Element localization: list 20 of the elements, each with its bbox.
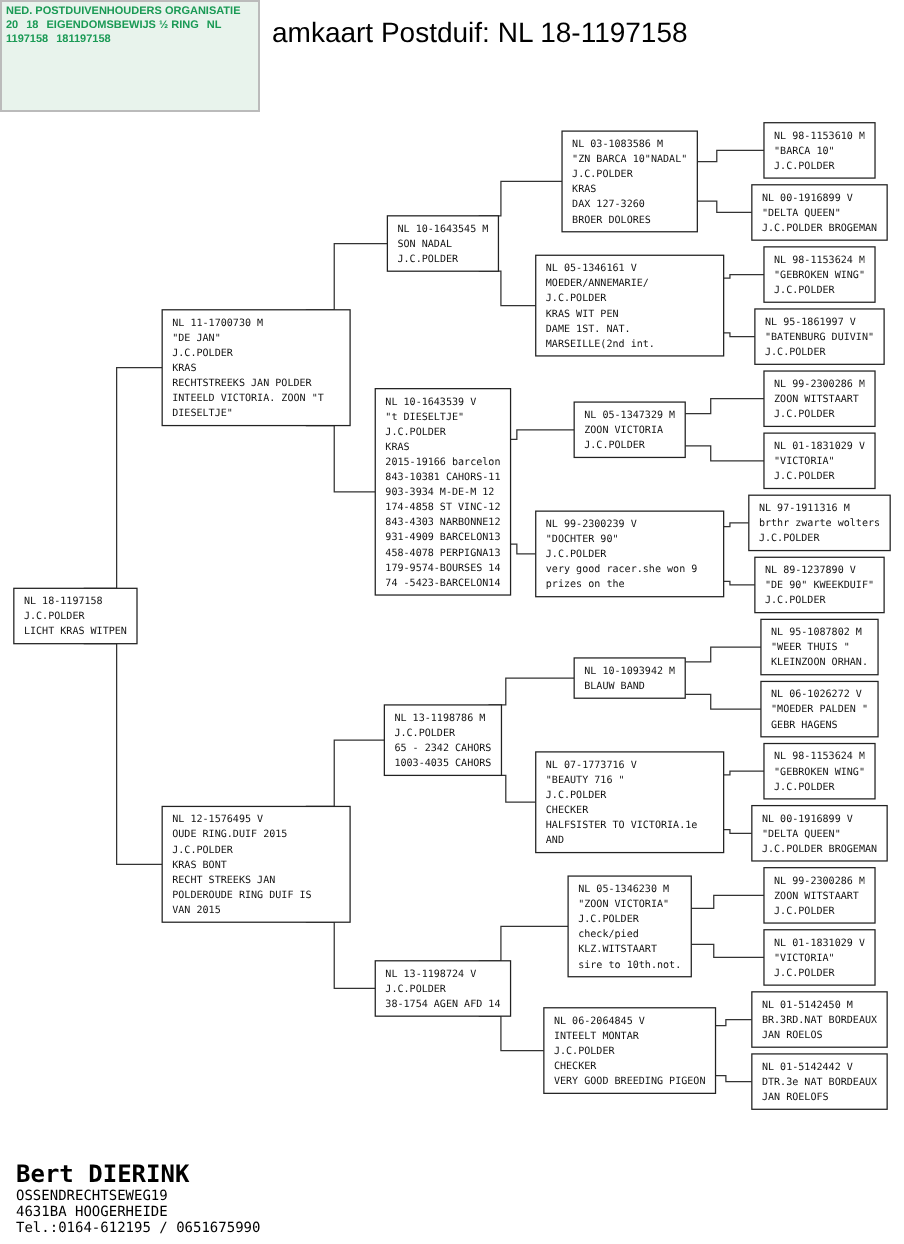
connector (509, 543, 537, 555)
connector (684, 445, 765, 462)
connector (714, 1018, 753, 1027)
connector (723, 580, 756, 586)
connector (696, 200, 753, 214)
connector (509, 429, 575, 441)
connector (723, 332, 756, 338)
connector (723, 273, 765, 279)
connector (684, 398, 765, 415)
title: amkaart Postduif: NL 18-1197158 (272, 16, 688, 48)
owner-name: Bert DIERINK (16, 1160, 192, 1188)
connector (684, 646, 762, 663)
connector (690, 943, 765, 959)
connector (723, 829, 753, 834)
connector (684, 693, 762, 710)
connector (723, 522, 750, 528)
connector (690, 894, 765, 910)
connector (723, 770, 765, 776)
connector (714, 1074, 753, 1083)
connector (696, 149, 765, 163)
